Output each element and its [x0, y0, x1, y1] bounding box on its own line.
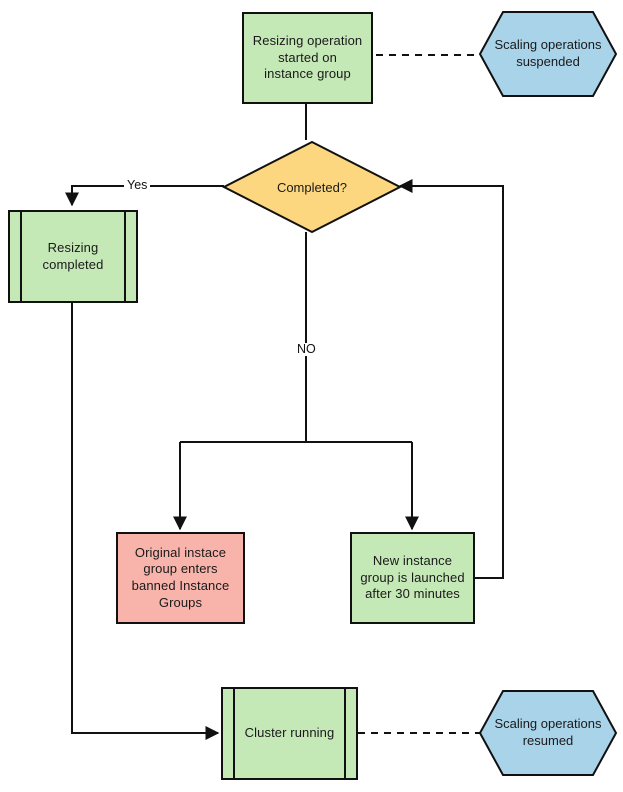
- process-bar-right: [124, 212, 126, 301]
- process-bar-right: [344, 689, 346, 778]
- node-scaling-suspended-label: Scaling operations suspended: [494, 37, 602, 69]
- hexagon-shape: [478, 690, 618, 776]
- node-new-group-launched-label: New instance group is launched after 30 …: [360, 553, 465, 602]
- node-original-group-banned[interactable]: Original instace group enters banned Ins…: [116, 532, 245, 624]
- edge-resizing-completed-to-cluster: [71, 303, 220, 740]
- node-completed-decision-label: Completed?: [276, 179, 348, 195]
- node-scaling-resumed[interactable]: Scaling operations resumed: [478, 689, 618, 777]
- process-bar-left: [233, 689, 235, 778]
- node-scaling-resumed-label: Scaling operations resumed: [494, 716, 602, 748]
- node-scaling-suspended[interactable]: Scaling operations suspended: [478, 10, 618, 98]
- node-resizing-started-label: Resizing operation started on instance g…: [252, 33, 363, 82]
- node-resizing-completed[interactable]: Resizing completed: [8, 210, 138, 303]
- edge-label-no: NO: [294, 343, 319, 356]
- node-completed-decision[interactable]: Completed?: [222, 140, 402, 234]
- node-resizing-completed-label: Resizing completed: [42, 239, 104, 272]
- node-original-group-banned-label: Original instace group enters banned Ins…: [131, 544, 230, 610]
- node-cluster-running-label: Cluster running: [244, 725, 335, 741]
- node-new-group-launched[interactable]: New instance group is launched after 30 …: [350, 532, 475, 624]
- node-cluster-running[interactable]: Cluster running: [221, 687, 358, 780]
- process-bar-left: [20, 212, 22, 301]
- hexagon-shape: [478, 11, 618, 97]
- edge-new-group-to-decision: [398, 179, 504, 579]
- diamond-shape: [222, 140, 402, 234]
- edge-label-yes: Yes: [124, 179, 151, 192]
- node-resizing-started[interactable]: Resizing operation started on instance g…: [242, 12, 373, 104]
